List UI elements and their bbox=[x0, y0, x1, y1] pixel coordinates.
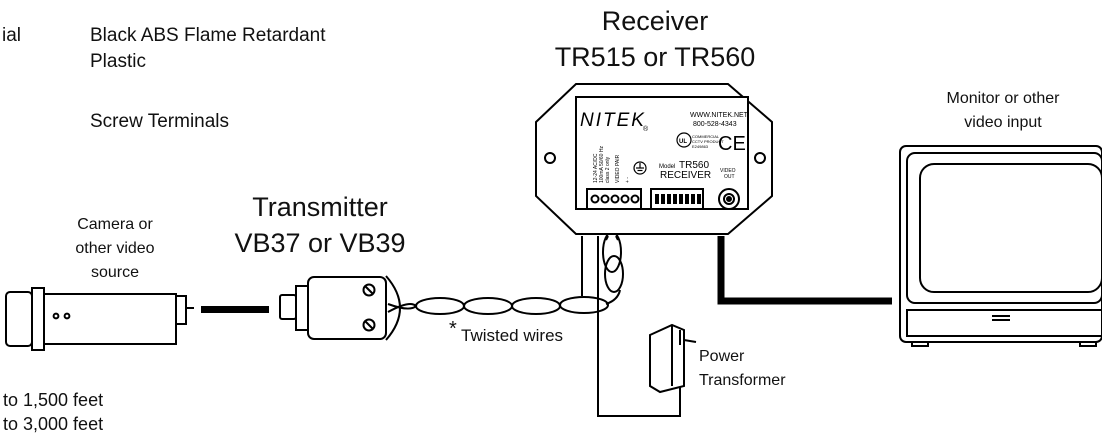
transmitter-icon bbox=[279, 275, 401, 341]
power-label-line2: Transformer bbox=[699, 372, 786, 389]
ul-mark: UL bbox=[679, 139, 687, 145]
model-prefix: Model bbox=[659, 164, 675, 170]
monitor-label-line1: Monitor or other bbox=[946, 90, 1060, 107]
wires-asterisk: * bbox=[449, 318, 457, 340]
power-label-line1: Power bbox=[699, 348, 745, 365]
power-transformer-icon bbox=[649, 323, 697, 394]
receiver-box bbox=[535, 83, 773, 235]
ul-text-line3: E249863 bbox=[692, 144, 709, 149]
camera-label-line2: other video bbox=[75, 240, 155, 257]
receiver-title-line2: TR515 or TR560 bbox=[554, 42, 756, 72]
model-subtitle: RECEIVER bbox=[660, 170, 711, 181]
dip-switch-icon bbox=[655, 194, 701, 204]
camera-label-line3: source bbox=[90, 264, 140, 281]
material-value-line1: Black ABS Flame Retardant bbox=[90, 25, 326, 46]
wires-label: Twisted wires bbox=[461, 326, 564, 345]
terminal-labels: 12-24 AC/DC 100mA 50/60 Hz class 2 only … bbox=[593, 146, 631, 183]
ce-mark: CE bbox=[718, 133, 746, 155]
distance-line2: to 3,000 feet bbox=[3, 414, 104, 434]
ul-text-line2: CCTV PRODUCT bbox=[692, 139, 724, 144]
terminal-label-2: 100mA 50/60 Hz bbox=[599, 146, 605, 183]
transmitter-title-line1: Transmitter bbox=[252, 192, 388, 222]
monitor-icon bbox=[899, 145, 1102, 347]
model-number: TR560 bbox=[679, 160, 709, 171]
video-output-cable bbox=[717, 236, 892, 305]
material-value-line2: Plastic bbox=[90, 51, 146, 72]
terminal-label-4: VIDEO PAIR bbox=[615, 154, 621, 183]
video-out-line2: OUT bbox=[724, 174, 735, 180]
power-wire bbox=[597, 236, 681, 417]
transmitter-title-line2: VB37 or VB39 bbox=[234, 228, 406, 258]
brand-registered-mark: ® bbox=[643, 125, 649, 133]
video-out-line1: VIDEO bbox=[720, 168, 736, 174]
receiver-website: WWW.NITEK.NET bbox=[690, 112, 749, 119]
ground-icon bbox=[633, 161, 647, 175]
distance-line1: to 1,500 feet bbox=[3, 390, 104, 410]
ul-text-line1: COMMERCIAL bbox=[692, 134, 720, 139]
receiver-phone: 800-528-4343 bbox=[693, 121, 737, 128]
brand-logo: NITEK bbox=[580, 110, 646, 131]
connector-value: Screw Terminals bbox=[90, 111, 230, 132]
camera-cable bbox=[201, 306, 269, 313]
camera-icon bbox=[5, 287, 194, 351]
terminal-label-1: 12-24 AC/DC bbox=[593, 153, 599, 183]
receiver-title-line1: Receiver bbox=[601, 6, 709, 36]
ul-certification-icon bbox=[676, 132, 692, 148]
monitor-label-line2: video input bbox=[964, 114, 1042, 131]
twisted-wire-pair bbox=[387, 231, 624, 315]
terminal-label-3: class 2 only bbox=[605, 156, 611, 183]
camera-label-line1: Camera or bbox=[77, 216, 153, 233]
material-label-fragment: ial bbox=[2, 25, 22, 46]
terminal-label-5: + - bbox=[625, 177, 631, 183]
